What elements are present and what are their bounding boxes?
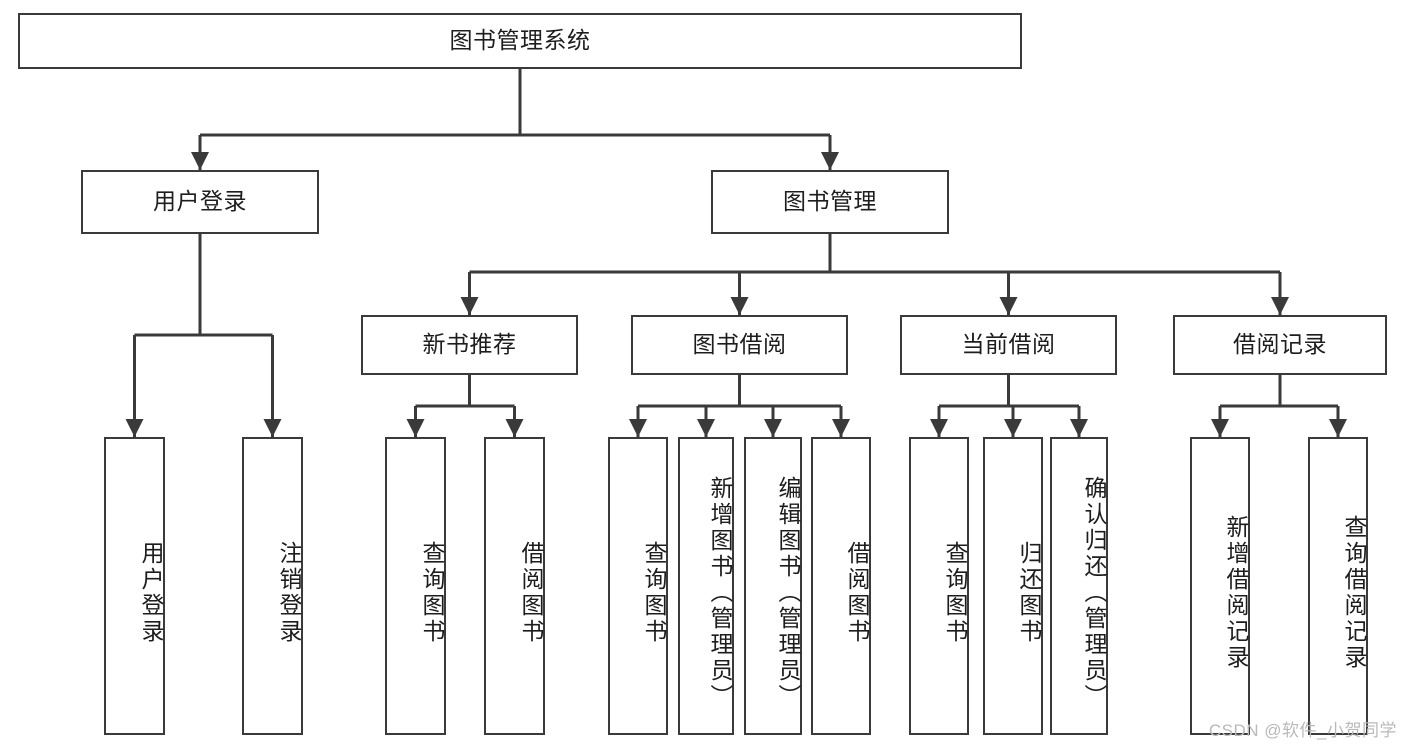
node-label: 图书管理系统 bbox=[449, 27, 591, 54]
node-leaf-logout[interactable]: 注销登录 bbox=[242, 437, 303, 735]
node-user-login[interactable]: 用户登录 bbox=[81, 170, 319, 234]
node-new-book-rec[interactable]: 新书推荐 bbox=[361, 315, 578, 375]
node-label: 借阅图书 bbox=[518, 541, 544, 645]
watermark: CSDN @软件_小贺同学 bbox=[1208, 721, 1397, 740]
node-label: 新增图书（管理员） bbox=[707, 476, 733, 710]
node-leaf-user-login[interactable]: 用户登录 bbox=[104, 437, 165, 735]
node-root[interactable]: 图书管理系统 bbox=[18, 13, 1022, 69]
node-book-manage[interactable]: 图书管理 bbox=[711, 170, 949, 234]
node-label: 查询借阅记录 bbox=[1341, 515, 1367, 671]
node-book-borrow[interactable]: 图书借阅 bbox=[631, 315, 848, 375]
node-leaf-query-book-3[interactable]: 查询图书 bbox=[909, 437, 969, 735]
node-label: 借阅图书 bbox=[844, 541, 870, 645]
node-label: 查询图书 bbox=[419, 541, 445, 645]
node-label: 新增借阅记录 bbox=[1223, 515, 1249, 671]
node-label: 查询图书 bbox=[942, 541, 968, 645]
node-label: 借阅记录 bbox=[1233, 331, 1327, 358]
node-leaf-borrow-book-2[interactable]: 借阅图书 bbox=[811, 437, 871, 735]
node-leaf-add-record[interactable]: 新增借阅记录 bbox=[1190, 437, 1250, 735]
node-leaf-borrow-book-1[interactable]: 借阅图书 bbox=[484, 437, 545, 735]
node-label: 查询图书 bbox=[641, 541, 667, 645]
node-leaf-query-record[interactable]: 查询借阅记录 bbox=[1308, 437, 1368, 735]
node-label: 编辑图书（管理员） bbox=[775, 476, 801, 710]
node-label: 新书推荐 bbox=[422, 331, 517, 358]
node-leaf-query-book-1[interactable]: 查询图书 bbox=[385, 437, 446, 735]
node-leaf-query-book-2[interactable]: 查询图书 bbox=[608, 437, 668, 735]
node-label: 图书借阅 bbox=[692, 331, 787, 358]
node-leaf-return-book[interactable]: 归还图书 bbox=[983, 437, 1043, 735]
node-leaf-add-book[interactable]: 新增图书（管理员） bbox=[678, 437, 734, 735]
node-current-borrow[interactable]: 当前借阅 bbox=[900, 315, 1117, 375]
node-borrow-record[interactable]: 借阅记录 bbox=[1173, 315, 1387, 375]
node-label: 当前借阅 bbox=[961, 331, 1056, 358]
node-label: 图书管理 bbox=[783, 188, 877, 215]
node-label: 用户登录 bbox=[153, 188, 247, 215]
node-label: 注销登录 bbox=[276, 541, 302, 645]
node-label: 用户登录 bbox=[138, 541, 164, 645]
node-leaf-edit-book[interactable]: 编辑图书（管理员） bbox=[744, 437, 802, 735]
node-label: 确认归还（管理员） bbox=[1081, 476, 1107, 710]
node-label: 归还图书 bbox=[1016, 541, 1042, 645]
node-leaf-confirm-return[interactable]: 确认归还（管理员） bbox=[1050, 437, 1108, 735]
